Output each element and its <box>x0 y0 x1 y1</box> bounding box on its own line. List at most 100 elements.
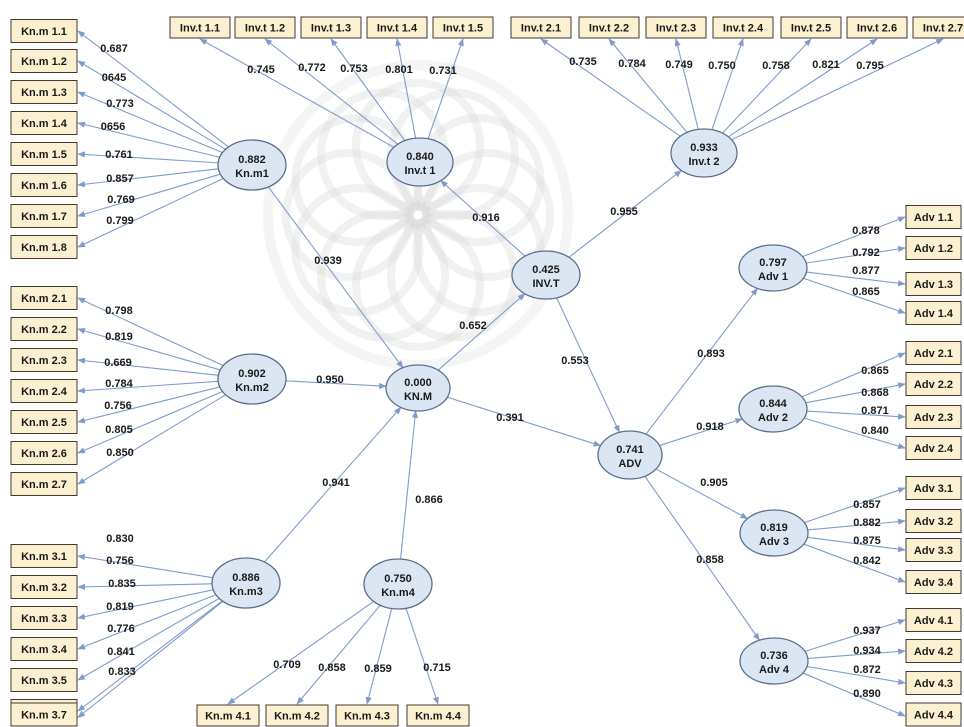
loading-arrow <box>77 600 224 718</box>
indicator-box-adv-4-4: Adv 4.4 <box>905 702 962 727</box>
loading-value: 0.758 <box>762 60 790 72</box>
loading-value: 0.842 <box>853 555 881 567</box>
loading-value: 0.840 <box>861 425 889 437</box>
loading-value: 0.857 <box>853 499 881 511</box>
loading-value: 0.858 <box>318 662 346 674</box>
path-coefficient: 0.553 <box>561 355 589 367</box>
indicator-label: Kn.m 4.3 <box>344 711 390 723</box>
loading-value: 0.821 <box>812 59 840 71</box>
loading-arrow <box>806 665 906 685</box>
loading-value: 0.859 <box>364 663 392 675</box>
indicator-box-inv-t-2-3: Inv.t 2.3 <box>645 16 707 39</box>
indicator-label: Inv.t 1.1 <box>180 23 220 35</box>
node-label: Inv.t 1 <box>405 165 436 177</box>
path-coefficient: 0.858 <box>696 554 724 566</box>
loading-arrow <box>77 177 224 248</box>
indicator-label: Inv.t 1.3 <box>311 23 351 35</box>
loading-arrow <box>804 417 906 449</box>
indicator-label: Kn.m 4.4 <box>415 711 462 723</box>
node-value: 0.736 <box>760 650 788 662</box>
loading-arrow <box>807 648 906 659</box>
path-arrow-adv-to-adv2 <box>659 418 744 447</box>
indicator-label: Inv.t 2.6 <box>857 23 897 35</box>
indicator-label: Adv 3.2 <box>914 516 953 528</box>
indicator-box-adv-2-3: Adv 2.3 <box>905 405 962 429</box>
path-coefficient: 0.918 <box>696 421 724 433</box>
loading-arrow <box>803 277 906 314</box>
indicator-label: Inv.t 1.4 <box>377 23 418 35</box>
loading-value: 0.731 <box>429 65 457 77</box>
indicator-label: Kn.m 2.4 <box>21 386 68 398</box>
loading-value: 0.776 <box>107 623 135 635</box>
indicator-label: Adv 2.3 <box>914 412 953 424</box>
loading-value: 0.871 <box>861 405 889 417</box>
indicator-box-inv-t-1-4: Inv.t 1.4 <box>366 16 428 39</box>
loading-value: 0.784 <box>105 378 133 390</box>
path-coefficient: 0.941 <box>322 477 350 489</box>
loading-arrow <box>77 394 226 485</box>
node-value: 0.882 <box>238 154 266 166</box>
loading-arrow <box>365 608 393 705</box>
path-coefficient: 0.955 <box>610 206 638 218</box>
indicator-label: Kn.m 2.5 <box>21 417 67 429</box>
loading-value: 0.937 <box>853 625 881 637</box>
loading-arrow <box>296 604 381 705</box>
loading-arrow <box>77 583 213 590</box>
loading-arrow <box>802 216 906 258</box>
indicator-box-kn-m-1-1: Kn.m 1.1 <box>10 19 78 43</box>
indicator-label: Kn.m 1.8 <box>21 242 67 254</box>
indicator-box-adv-1-1: Adv 1.1 <box>905 205 962 229</box>
loading-arrow <box>803 543 906 583</box>
indicator-box-adv-3-2: Adv 3.2 <box>905 509 962 533</box>
loading-arrow <box>77 173 221 218</box>
node-value: 0.000 <box>404 377 432 389</box>
indicator-box-adv-3-4: Adv 3.4 <box>905 570 962 594</box>
loading-value: 0.792 <box>852 247 880 259</box>
indicator-label: Adv 4.4 <box>914 710 954 722</box>
indicator-box-kn-m-3-1: Kn.m 3.1 <box>10 544 78 568</box>
indicator-box-kn-m-4-4: Kn.m 4.4 <box>406 704 470 727</box>
indicator-box-inv-t-2-7: Inv.t 2.7 <box>912 16 964 39</box>
node-label: Adv 1 <box>758 271 788 283</box>
node-value: 0.840 <box>406 151 434 163</box>
loading-value: 0656 <box>101 121 125 133</box>
loading-value: 0.669 <box>104 357 132 369</box>
loading-value: 0.877 <box>852 265 880 277</box>
indicator-label: Adv 4.2 <box>914 646 953 658</box>
indicator-label: Inv.t 2.3 <box>656 23 696 35</box>
path-arrow-knm1-to-knm <box>267 186 404 369</box>
node-label: Kn.m3 <box>229 586 263 598</box>
loading-arrow <box>77 121 220 158</box>
loading-arrow <box>77 168 219 188</box>
indicator-box-kn-m-3-2: Kn.m 3.2 <box>10 575 78 599</box>
indicator-label: Kn.m 3.1 <box>21 551 67 563</box>
loading-value: 0.833 <box>108 666 136 678</box>
node-value: 0.750 <box>384 573 412 585</box>
indicator-box-inv-t-1-2: Inv.t 1.2 <box>234 16 296 39</box>
path-coefficient: 0.916 <box>472 212 500 224</box>
indicator-label: Kn.m 1.2 <box>21 56 67 68</box>
loading-arrow <box>806 410 906 420</box>
loading-value: 0.709 <box>273 659 301 671</box>
node-label: Kn.m1 <box>235 168 269 180</box>
indicator-box-kn-m-2-6: Kn.m 2.6 <box>10 441 78 465</box>
loading-arrow <box>330 38 406 142</box>
indicator-box-kn-m-3-3: Kn.m 3.3 <box>10 606 78 630</box>
node-value: 0.425 <box>532 264 560 276</box>
indicator-box-inv-t-2-4: Inv.t 2.4 <box>712 16 774 39</box>
loading-value: 0.753 <box>340 63 368 75</box>
indicator-box-adv-4-1: Adv 4.1 <box>905 608 962 632</box>
loading-value: 0.715 <box>423 662 451 674</box>
loading-value: 0.872 <box>853 664 881 676</box>
indicator-label: Adv 1.4 <box>914 308 954 320</box>
indicator-box-adv-4-3: Adv 4.3 <box>905 671 962 695</box>
loading-value: 0.857 <box>106 173 134 185</box>
indicator-label: Adv 4.3 <box>914 678 953 690</box>
path-arrow-knm2-to-knm <box>285 380 387 389</box>
loading-value: 0.835 <box>108 578 136 590</box>
